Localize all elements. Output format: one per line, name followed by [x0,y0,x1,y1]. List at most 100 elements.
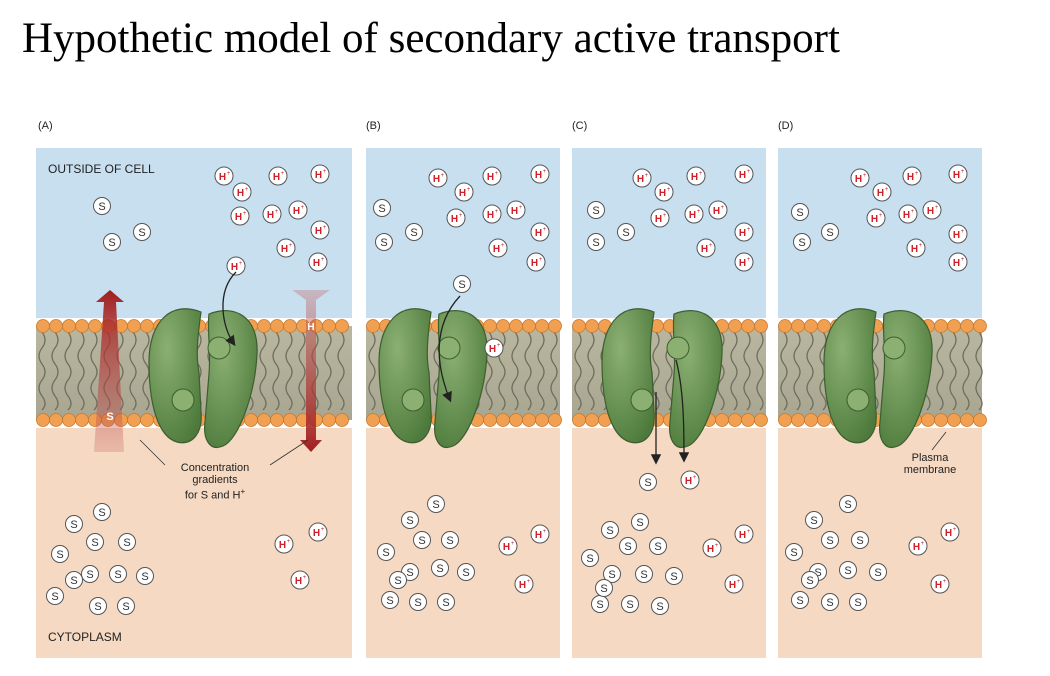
substrate-label: S [380,237,387,249]
plasma-caption-line1: Plasma [911,452,949,464]
substrate-circle [413,531,431,549]
substrate-binding-site [171,388,195,412]
proton-label: H [313,258,320,269]
proton-circle [696,238,716,258]
proton-circle [308,252,328,272]
lipid-head-top [778,319,792,333]
substrate-circle [437,593,455,611]
proton-circle [708,200,728,220]
proton-label: H [953,170,960,181]
proton-sup: + [693,475,697,481]
proton-circle [906,238,926,258]
substrate-circle [791,203,809,221]
substrate-label: S [446,535,453,547]
proton-label: H [707,544,714,555]
substrate-label: S [826,535,833,547]
membrane-core [778,326,982,420]
proton-label: H [911,244,918,255]
lipid-head-bottom [509,413,523,427]
lipid-tail [962,331,970,411]
substrate-circle [617,223,635,241]
proton-circle [724,574,744,594]
transporter-right-lobe [669,310,723,448]
lipid-tail [975,331,983,411]
substrate-circle [86,533,104,551]
substrate-circle [46,587,64,605]
lipid-head-bottom [973,413,987,427]
proton-sup: + [303,575,307,581]
proton-sup: + [699,171,703,177]
substrate-binding-site [401,388,425,412]
proton-sup: + [321,257,325,263]
lipid-tail [780,331,788,411]
outside-region [36,148,352,318]
substrate-molecule: S [801,571,819,589]
substrate-entry-arrow [438,295,461,403]
substrate-molecule: S [651,597,669,615]
substrate-molecule: S [591,595,609,613]
gradient-caption-line1: Concentration [180,462,250,474]
substrate-label: S [382,547,389,559]
lipid-head-bottom [548,413,562,427]
substrate-label: S [608,569,615,581]
lipid-head-bottom [778,413,792,427]
proton-label: H [273,172,280,183]
lipid-tail [272,331,280,411]
gradient-caption-sup: + [240,487,246,496]
substrate-molecule: S [373,199,391,217]
proton-molecule: H+ [684,204,704,224]
lipid-tail [949,331,957,411]
substrate-molecule: S [821,223,839,241]
lipid-tail [129,331,137,411]
proton-circle [684,204,704,224]
substrate-molecule: S [93,503,111,521]
proton-molecule: H+ [680,470,700,490]
substrate-circle [81,565,99,583]
proton-sup: + [915,171,919,177]
substrate-molecule: S [117,597,135,615]
proton-label: H [655,214,662,225]
lipid-head-bottom [335,413,349,427]
substrate-circle [821,531,839,549]
substrate-label: S [418,535,425,547]
substrate-label: S [826,227,833,239]
proton-entry-arrow [222,271,237,347]
proton-sup: + [921,541,925,547]
lipid-head-top [270,319,284,333]
substrate-label: S [70,575,77,587]
proton-molecule: H+ [734,222,754,242]
substrate-label: S [624,541,631,553]
substrate-label: S [854,597,861,609]
proton-sup: + [543,227,547,233]
proton-label: H [487,210,494,221]
substrate-label: S [98,507,105,519]
proton-label: H [927,206,934,217]
substrate-molecule: S [81,565,99,583]
substrate-label: S [798,237,805,249]
lipid-head-bottom [496,413,510,427]
proton-label: H [219,172,226,183]
substrate-label: S [442,597,449,609]
proton-circle [930,574,950,594]
proton-molecule: H+ [702,538,722,558]
substrate-molecule: S [109,565,127,583]
proton-circle [488,238,508,258]
proton-sup: + [495,171,499,177]
proton-label: H [313,528,320,539]
substrate-label: S [810,515,817,527]
proton-circle [230,206,250,226]
proton-circle [948,224,968,244]
substrate-label: S [123,537,130,549]
substrate-circle [619,537,637,555]
lipid-tail [793,331,801,411]
substrate-label: S [432,499,439,511]
substrate-label: S [626,599,633,611]
lipid-head-bottom [366,413,380,427]
substrate-molecule: S [785,543,803,561]
proton-molecule: H+ [686,166,706,186]
substrate-molecule: S [639,473,657,491]
substrate-circle [581,549,599,567]
proton-molecule: H+ [948,164,968,184]
